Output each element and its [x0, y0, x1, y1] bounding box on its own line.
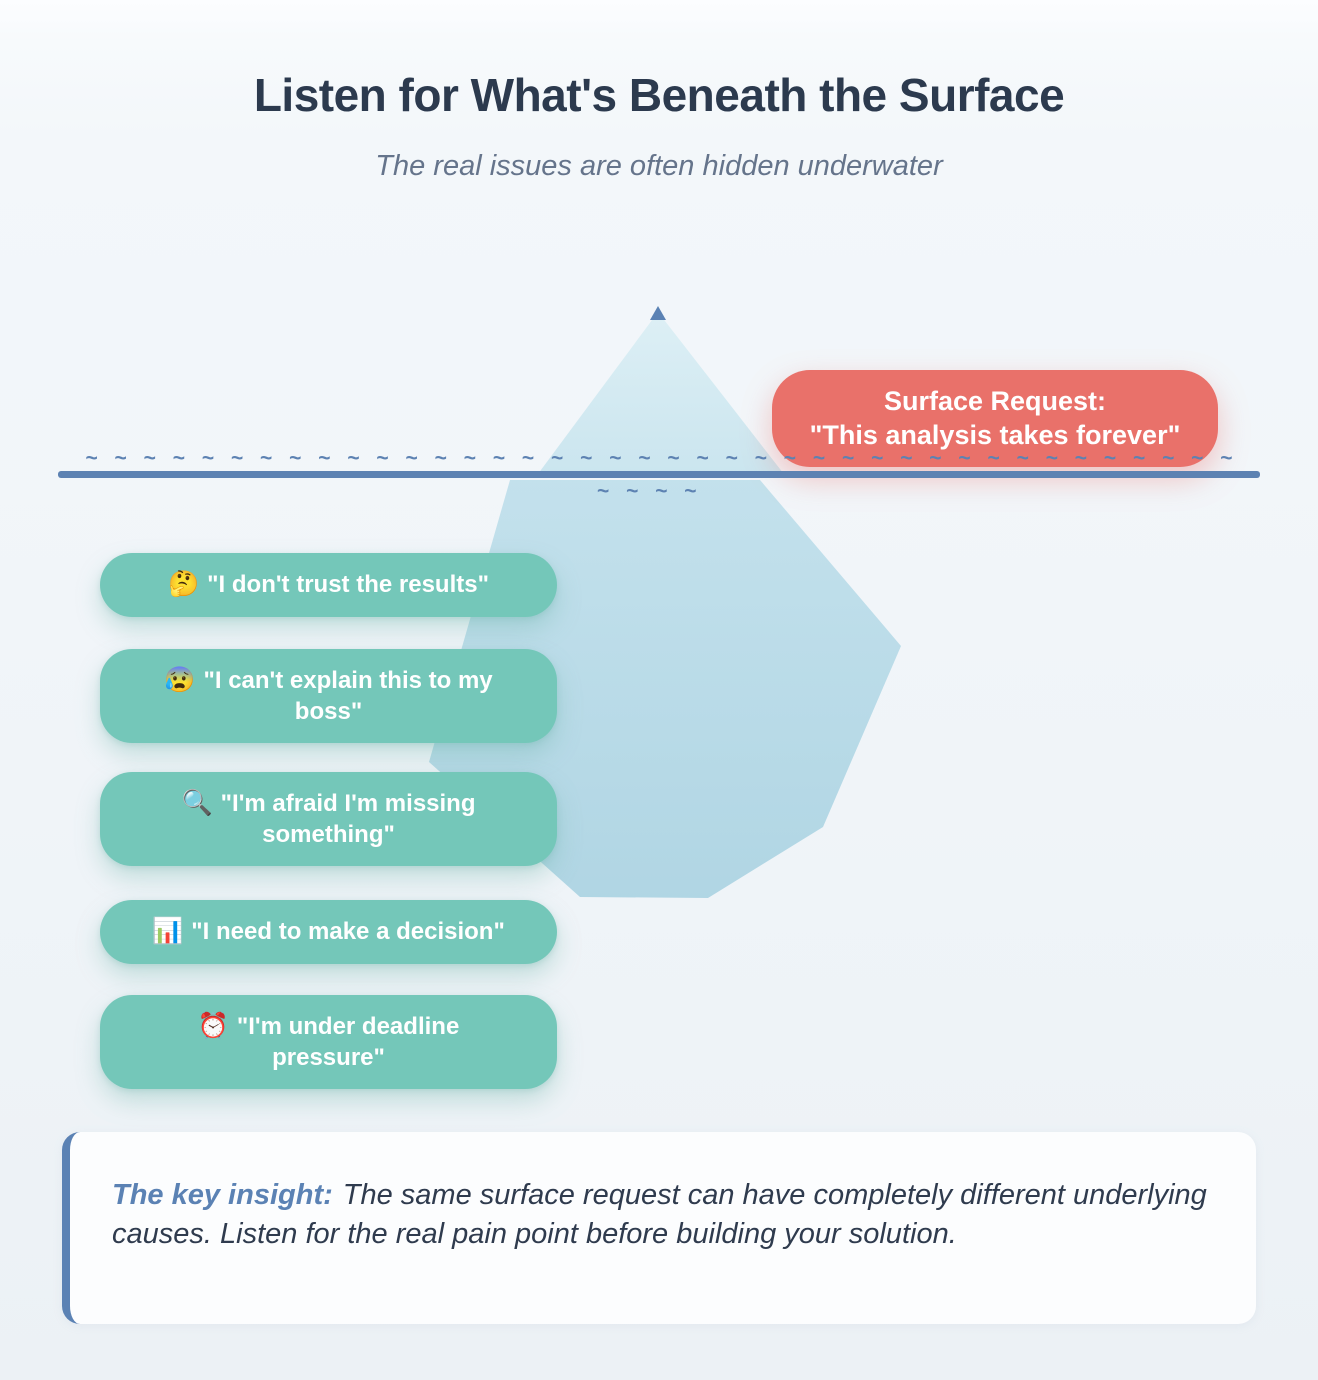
iceberg-above-water — [535, 312, 787, 478]
thinking-face-emoji: 🤔 — [168, 570, 200, 598]
hidden-issue-text: "I don't trust the results" — [207, 571, 489, 598]
waterline-tildes: ~ ~ ~ ~ ~ ~ ~ ~ ~ ~ ~ ~ ~ ~ ~ ~ ~ ~ ~ ~ … — [85, 447, 1233, 470]
page-title: Listen for What's Beneath the Surface — [253, 69, 1065, 121]
page-subtitle: The real issues are often hidden underwa… — [375, 150, 943, 182]
hidden-issue-text: "I'm under deadline pressure" — [236, 1013, 460, 1071]
iceberg-apex-marker — [650, 306, 666, 320]
key-insight-text: The same surface request can have comple… — [112, 1179, 1207, 1250]
surface-request-callout: Surface Request: "This analysis takes fo… — [772, 370, 1218, 467]
waterline — [58, 471, 1260, 478]
anxious-face-sweat-emoji: 😰 — [164, 666, 196, 694]
surface-request-quote: "This analysis takes forever" — [809, 419, 1181, 450]
underwater-tildes: ~ ~ ~ ~ — [597, 480, 697, 503]
hidden-issue-pill-decision: 📊 "I need to make a decision" — [100, 900, 557, 964]
key-insight-box: The key insight:The same surface request… — [62, 1132, 1256, 1324]
hidden-issue-pill-missing: 🔍"I'm afraid I'm missing something" — [100, 772, 557, 866]
hidden-issue-pill-explain: 😰"I can't explain this to my boss" — [100, 649, 557, 743]
hidden-issue-text: "I need to make a decision" — [191, 918, 505, 945]
alarm-clock-emoji: ⏰ — [197, 1012, 229, 1040]
hidden-issue-pill-trust: 🤔 "I don't trust the results" — [100, 553, 557, 617]
hidden-issue-text: "I'm afraid I'm missing something" — [220, 790, 476, 848]
bar-chart-emoji: 📊 — [152, 917, 184, 945]
hidden-issue-pill-deadline: ⏰"I'm under deadline pressure" — [100, 995, 557, 1089]
hidden-issue-text: "I can't explain this to my boss" — [203, 667, 493, 725]
magnifying-glass-emoji: 🔍 — [181, 789, 213, 817]
surface-request-title: Surface Request: — [883, 385, 1107, 416]
key-insight-label: The key insight: — [112, 1179, 333, 1211]
